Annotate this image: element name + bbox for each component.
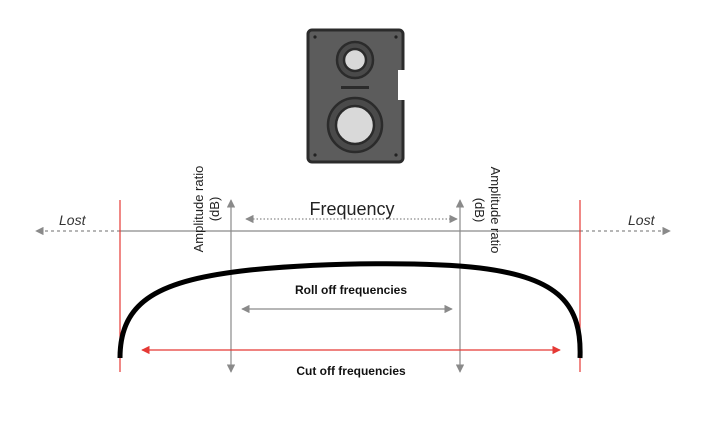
frequency-label: Frequency [309, 199, 394, 219]
speaker-icon [306, 28, 405, 164]
roll-off-label: Roll off frequencies [295, 283, 407, 297]
lost-left-label: Lost [59, 212, 87, 228]
amplitude-right-label-line2: (dB) [472, 198, 487, 223]
response-curve [117, 261, 583, 359]
amplitude-left-label-line1: Amplitude ratio [191, 166, 206, 253]
cut-off-label: Cut off frequencies [296, 364, 406, 378]
amplitude-left-label-line2: (dB) [207, 197, 222, 222]
lost-right-label: Lost [628, 212, 656, 228]
amplitude-right-label-line1: Amplitude ratio [488, 167, 503, 254]
